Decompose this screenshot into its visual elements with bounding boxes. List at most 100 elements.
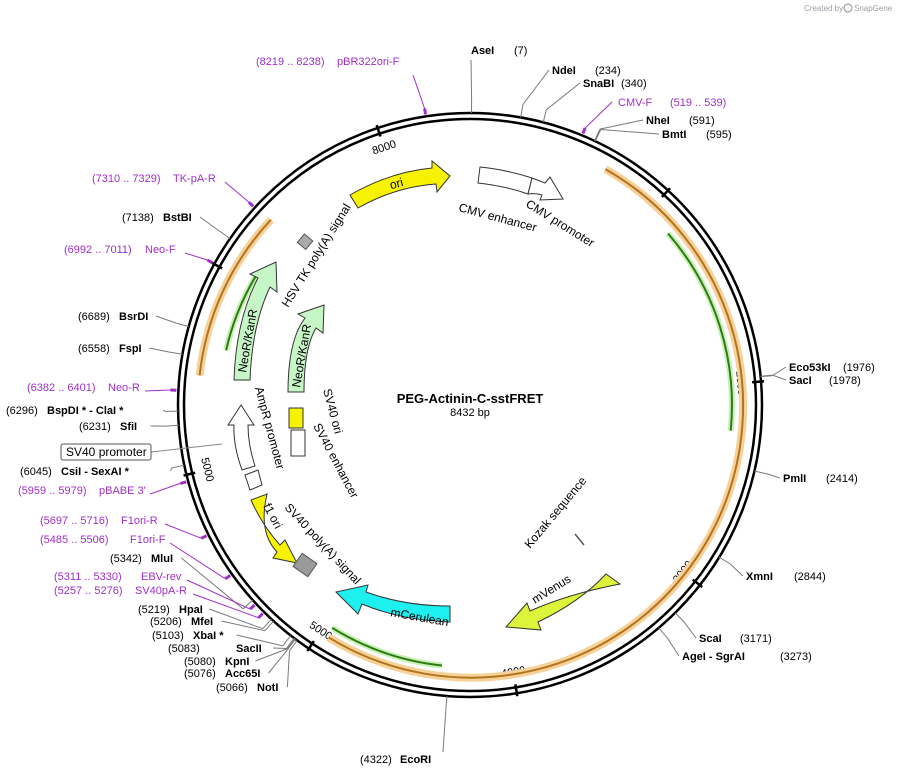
enzyme-leader <box>754 471 780 478</box>
enzyme-site[interactable]: FspI (6558) <box>78 343 182 355</box>
enzyme-leader <box>719 557 743 576</box>
enzyme-site[interactable]: BmtI(595) <box>595 129 731 141</box>
enzyme-position: (6558) <box>78 343 110 355</box>
primer-site[interactable]: (7310 .. 7329)TK-pA-R <box>92 173 253 206</box>
feature-mvenus[interactable]: mVenus <box>506 572 620 630</box>
primer-mark <box>180 482 186 484</box>
primer-range: (519 .. 539) <box>670 97 726 109</box>
enzyme-name: EcoRI <box>400 754 431 766</box>
enzyme-site[interactable]: XmnI (2844) <box>719 557 826 583</box>
primer-leader <box>585 102 612 128</box>
enzyme-site[interactable]: AgeI - SgrAI(3273) <box>659 628 812 663</box>
enzyme-site[interactable]: SfiI (6231) <box>79 421 179 433</box>
enzyme-site[interactable]: BspDI * - ClaI * (6296) <box>6 405 178 417</box>
enzyme-site[interactable]: ScaI(3171) <box>675 613 772 645</box>
enzyme-name: CsiI - SexAI * <box>61 466 130 478</box>
enzyme-name: NotI <box>257 682 278 694</box>
enzyme-name: Eco53kI <box>789 362 831 374</box>
primer-leader <box>165 524 201 538</box>
enzyme-position: (6296) <box>6 405 38 417</box>
tick-label: 8000 <box>371 138 398 157</box>
primer-site[interactable]: (8219 .. 8238) pBR322ori-F <box>256 56 426 114</box>
enzyme-name: XmnI <box>746 571 773 583</box>
enzyme-leader <box>171 465 185 471</box>
primer-leader <box>413 75 425 109</box>
enzyme-name: SacI <box>789 375 812 387</box>
primer-mark <box>250 605 254 609</box>
feature-hsv-tk-polya[interactable] <box>297 234 312 249</box>
primer-name: F1ori-F <box>130 534 166 546</box>
enzyme-leader <box>150 425 178 426</box>
primer-mark <box>583 128 585 134</box>
credit-brand: SnapGene <box>854 4 893 13</box>
enzyme-name: MfeI <box>191 616 213 628</box>
enzyme-name: AseI <box>471 45 494 57</box>
primer-mark <box>225 575 230 579</box>
enzyme-position: (5083) <box>168 643 200 655</box>
feature-kozak[interactable] <box>575 534 584 545</box>
feature-sv40-enhancer[interactable] <box>291 430 305 456</box>
feature-sv40-polya[interactable] <box>293 553 317 576</box>
ampr-promoter-label: AmpR promoter <box>252 385 287 470</box>
enzyme-site[interactable]: SacII(5083) <box>168 638 294 655</box>
enzyme-position: (3171) <box>740 633 772 645</box>
enzyme-site[interactable]: NdeI(234) <box>521 65 621 117</box>
enzyme-site[interactable]: AseI(7) <box>471 45 527 113</box>
feature-ori[interactable]: ori <box>350 161 450 208</box>
primer-name: TK-pA-R <box>173 173 216 185</box>
enzyme-position: (5066) <box>216 682 248 694</box>
primer-mark <box>201 536 206 539</box>
enzyme-site[interactable]: SacI (1978) <box>761 375 861 387</box>
primer-name: EBV-rev <box>141 571 182 583</box>
primer-site[interactable]: (6992 .. 7011)Neo-F <box>64 244 213 263</box>
enzyme-name: AgeI - SgrAI <box>682 651 745 663</box>
enzyme-leader <box>761 376 786 381</box>
primer-range: (5257 .. 5276) <box>54 585 123 597</box>
primer-site[interactable]: (5959 .. 5979)pBABE 3' <box>18 482 186 497</box>
enzyme-name: BmtI <box>662 129 686 141</box>
primer-leader <box>145 390 170 391</box>
enzyme-site[interactable]: NheI(591) <box>595 115 715 141</box>
enzyme-name: BspDI * - ClaI * <box>47 405 124 417</box>
feature-cmv-promoter[interactable] <box>528 177 563 200</box>
enzyme-position: (6045) <box>20 466 52 478</box>
primer-name: pBABE 3' <box>99 485 146 497</box>
credit-text: Created by <box>804 4 843 13</box>
enzyme-position: (2414) <box>826 473 858 485</box>
primer-range: (8219 .. 8238) <box>256 56 325 68</box>
enzyme-site[interactable]: EcoRI(4322) <box>360 696 447 766</box>
enzyme-leader <box>163 410 178 411</box>
enzyme-name: PmlI <box>783 473 806 485</box>
tick-label: 5000 <box>198 456 215 483</box>
enzyme-site[interactable]: PmlI (2414) <box>754 471 857 485</box>
enzyme-position: (1978) <box>829 375 861 387</box>
feature-sv40-ori[interactable] <box>289 408 303 428</box>
enzyme-name: HpaI <box>179 604 203 616</box>
enzyme-name: SfiI <box>120 421 137 433</box>
orf-arcs <box>200 169 743 677</box>
enzyme-site[interactable]: MfeI(5206) <box>150 616 274 631</box>
primer-name: Neo-R <box>108 382 140 394</box>
enzyme-site[interactable]: BstBI(7138) <box>122 212 230 239</box>
feature-cmv-enhancer[interactable] <box>478 167 532 194</box>
enzyme-position: (5076) <box>184 668 216 680</box>
feature-ampr-promoter[interactable] <box>228 405 262 490</box>
enzyme-name: NheI <box>646 115 670 127</box>
enzyme-name: FspI <box>119 343 142 355</box>
enzyme-leader <box>543 83 580 122</box>
snapgene-logo-icon <box>844 4 852 12</box>
enzyme-site[interactable]: BsrDI(6689) <box>78 311 189 327</box>
primer-range: (6382 .. 6401) <box>27 382 96 394</box>
enzyme-position: (2844) <box>794 571 826 583</box>
enzyme-leader <box>761 367 786 376</box>
enzyme-position: (6231) <box>79 421 111 433</box>
feature-neor-kanr-inner[interactable]: NeoR/KanR <box>288 305 324 392</box>
primer-name: pBR322ori-F <box>337 56 400 68</box>
primer-site[interactable]: (6382 .. 6401) Neo-R <box>27 382 176 394</box>
feature-mcerulean[interactable]: mCerulean <box>336 585 450 629</box>
plasmid-name: PEG-Actinin-C-sstFRET <box>397 391 544 406</box>
primer-mark <box>207 260 212 263</box>
enzyme-site[interactable]: CsiI - SexAI * (6045) <box>20 465 184 478</box>
